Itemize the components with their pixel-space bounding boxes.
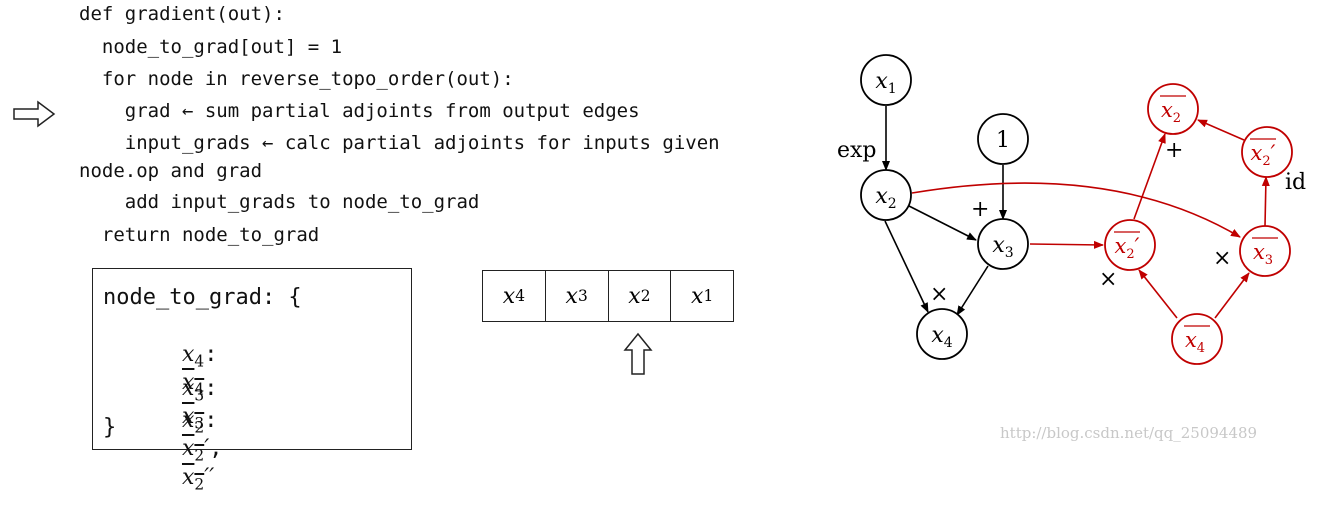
- edge-x3-bx2p: [1029, 240, 1104, 249]
- node-label-bar-x2-prime: x2′: [1115, 234, 1140, 262]
- node-label-x1: x1: [875, 69, 896, 97]
- dict-entry-x4: x4: x4: [181, 342, 218, 399]
- dict-value: x4: [181, 370, 205, 399]
- dict-key: x2: [181, 408, 205, 437]
- node-label-one: 1: [996, 128, 1010, 153]
- op-label-exp: exp: [837, 138, 877, 163]
- queue-pointer-arrow-icon: [623, 332, 653, 375]
- node-x4: [916, 308, 968, 360]
- dict-value: x2: [181, 464, 205, 494]
- dict-value: x3: [181, 404, 205, 433]
- edge-x2-bx3: [911, 182, 1241, 238]
- edge-bx4-bx2p: [1138, 269, 1178, 319]
- node-one: [977, 113, 1029, 165]
- node-x3: [977, 218, 1029, 270]
- node-x1: [860, 54, 912, 106]
- code-line-2: node_to_grad[out] = 1: [79, 36, 343, 58]
- edge-bx2pp-bx2: [1197, 119, 1245, 141]
- node-label-bar-x3: x3: [1253, 240, 1273, 268]
- current-line-arrow-icon: [13, 100, 56, 128]
- code-line-1: def gradient(out):: [79, 3, 285, 25]
- node-bar-x3: [1239, 225, 1291, 277]
- dict-open: node_to_grad: {: [103, 285, 302, 310]
- node-label-x4: x4: [931, 323, 952, 351]
- dict-key: x3: [181, 376, 205, 405]
- edge-bx3-bx2pp: [1261, 176, 1270, 227]
- dict-key: x4: [181, 342, 205, 371]
- edge-x3-x4: [956, 265, 989, 316]
- edge-bx2p-bx2: [1133, 133, 1166, 220]
- op-label-plus-bwd: +: [1165, 138, 1183, 163]
- edge-x2-x4: [884, 220, 929, 313]
- edge-x2-x3: [908, 205, 977, 241]
- op-label-times-bwd-left: ×: [1099, 267, 1117, 292]
- op-label-plus-fwd: +: [971, 197, 989, 222]
- edge-bx4-bx3: [1214, 272, 1250, 319]
- node-x2: [860, 169, 912, 221]
- node-label-x3: x3: [992, 233, 1013, 261]
- op-label-times-bwd-right: ×: [1213, 246, 1231, 271]
- op-label-id: id: [1285, 170, 1306, 195]
- node-bar-x2-prime: [1104, 219, 1156, 271]
- code-line-8: return node_to_grad: [79, 224, 320, 246]
- node-bar-x2: [1147, 83, 1199, 135]
- computation-graph: x1 1 x2 x3 x4 x2 x2′ x2′ x3 x4 exp + × +…: [837, 54, 1306, 365]
- dict-entry-x3: x3: x3: [181, 376, 218, 433]
- code-line-3: for node in reverse_topo_order(out):: [79, 68, 514, 90]
- op-label-times-fwd: ×: [930, 282, 948, 307]
- node-label-bar-x2: x2: [1161, 98, 1181, 126]
- code-line-5: input_grads ← calc partial adjoints for …: [79, 132, 720, 154]
- watermark: http://blog.csdn.net/qq_25094489: [1000, 424, 1258, 442]
- code-line-7: add input_grads to node_to_grad: [79, 191, 480, 213]
- code-line-6: node.op and grad: [79, 160, 263, 182]
- code-line-4: grad ← sum partial adjoints from output …: [79, 100, 640, 122]
- node-bar-x4: [1171, 313, 1223, 365]
- node-label-bar-x4: x4: [1185, 328, 1205, 356]
- dict-close: }: [103, 415, 117, 440]
- node-label-x2: x2: [875, 184, 896, 212]
- node-label-bar-x2-double-prime: x2′: [1251, 141, 1276, 169]
